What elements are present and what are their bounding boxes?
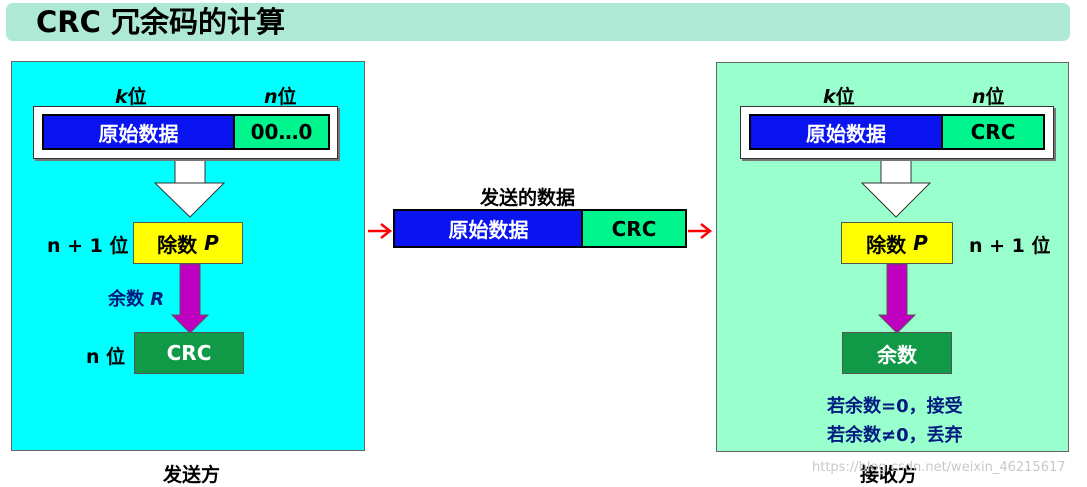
transmit-data-block: 原始数据 xyxy=(393,209,584,248)
sender-n-plus-one: n + 1 位 xyxy=(47,235,129,257)
receiver-k-var: k xyxy=(823,86,836,108)
receiver-data-block: 原始数据 xyxy=(749,114,943,150)
receiver-remainder-arrow xyxy=(877,263,917,334)
sender-remainder-arrow xyxy=(170,263,210,334)
receiver-divisor-block: 除数 P xyxy=(841,222,953,264)
sender-divisor-block: 除数 P xyxy=(133,222,243,264)
transmit-heading: 发送的数据 xyxy=(480,187,576,209)
sender-caption: 发送方 xyxy=(163,464,221,486)
sender-remainder-var: R xyxy=(150,289,165,310)
receiver-remainder-block: 余数 xyxy=(842,332,952,374)
receiver-n-var: n xyxy=(972,86,986,108)
sender-remainder-text: 余数 xyxy=(108,289,144,310)
receiver-rule-accept: 若余数=0，接受 xyxy=(827,396,963,417)
sender-result-bits: n 位 xyxy=(86,346,126,368)
receiver-n-bit: 位 xyxy=(985,86,1005,108)
sender-n-label: n位 xyxy=(264,82,297,109)
sender-hollow-arrow xyxy=(153,156,226,218)
sender-n-bit: 位 xyxy=(277,86,297,108)
receiver-divisor-var: P xyxy=(913,231,928,255)
receiver-caption: 接收方 xyxy=(860,464,918,486)
flow-arrow-left xyxy=(368,223,393,239)
watermark: https://blog.csdn.net/weixin_46215617 xyxy=(812,460,1066,475)
receiver-k-bit: 位 xyxy=(835,86,855,108)
transmit-crc-block: CRC xyxy=(581,209,687,248)
receiver-n-label: n位 xyxy=(972,82,1005,109)
sender-k-label: k位 xyxy=(115,82,147,109)
page-title: CRC 冗余码的计算 xyxy=(36,5,285,39)
receiver-rule-discard: 若余数≠0，丢弃 xyxy=(827,425,963,446)
receiver-crc-block: CRC xyxy=(941,114,1045,150)
flow-arrow-right xyxy=(688,223,713,239)
sender-divisor-label: 除数 xyxy=(157,232,198,257)
receiver-divisor-label: 除数 xyxy=(866,232,907,257)
sender-k-var: k xyxy=(115,86,128,108)
sender-remainder-label: 余数 R xyxy=(108,285,164,311)
receiver-n-plus-one: n + 1 位 xyxy=(969,235,1051,257)
sender-data-block: 原始数据 xyxy=(42,114,235,150)
sender-frame: 原始数据 00…0 xyxy=(33,106,338,159)
sender-crc-block: CRC xyxy=(134,332,244,374)
receiver-k-label: k位 xyxy=(823,82,855,109)
sender-n-var: n xyxy=(264,86,278,108)
receiver-frame: 原始数据 CRC xyxy=(740,106,1054,159)
receiver-hollow-arrow xyxy=(860,156,932,218)
sender-zeros-block: 00…0 xyxy=(233,114,330,150)
title-bar xyxy=(6,3,1070,41)
sender-divisor-var: P xyxy=(204,231,219,255)
sender-k-bit: 位 xyxy=(127,86,147,108)
